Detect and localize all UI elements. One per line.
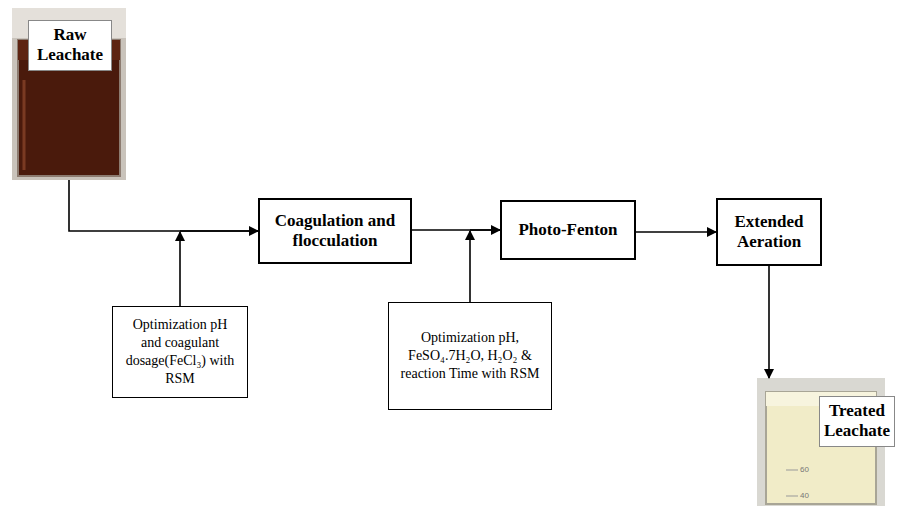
graduation-label: 60 — [800, 465, 809, 474]
flow-arrow — [412, 230, 500, 231]
box-text: Coagulation and flocculation — [268, 211, 402, 252]
flow-arrow — [470, 230, 500, 302]
parameter-box: Optimization pH, FeSO₄.7H₂O, H₂O₂ & reac… — [388, 302, 552, 410]
box-text: Optimization pH and coagulant dosage(FeC… — [121, 316, 239, 389]
connector-line — [768, 266, 770, 378]
graduation-label: 40 — [800, 491, 809, 500]
box-text: Photo-Fenton — [518, 220, 617, 240]
flow-arrow — [769, 266, 770, 378]
parameter-box: Optimization pH and coagulant dosage(FeC… — [112, 306, 248, 398]
photo-label: Raw Leachate — [28, 20, 112, 71]
box-text: Extended Aeration — [726, 212, 812, 253]
photo-node: Treated Leachate — [757, 378, 897, 506]
connector-line — [469, 231, 471, 302]
photo-backdrop — [12, 8, 126, 180]
flow-arrow — [69, 180, 258, 231]
process-box: Photo-Fenton — [500, 200, 636, 260]
connector-line — [69, 180, 258, 231]
graduation-mark — [786, 470, 798, 471]
photo-label: Treated Leachate — [819, 396, 895, 447]
connector-line — [412, 229, 500, 231]
box-text: Optimization pH, FeSO₄.7H₂O, H₂O₂ & reac… — [397, 329, 543, 384]
connector-line — [179, 232, 181, 306]
flow-arrow — [180, 231, 258, 306]
connector-line — [470, 229, 500, 231]
process-box: Extended Aeration — [716, 198, 822, 266]
connector-line — [636, 231, 716, 233]
glass-reflection — [23, 80, 26, 170]
connector-line — [180, 230, 258, 232]
flow-arrow — [636, 232, 716, 233]
photo-node: Raw Leachate — [12, 8, 126, 180]
graduation-mark — [786, 496, 798, 497]
process-box: Coagulation and flocculation — [258, 198, 412, 264]
